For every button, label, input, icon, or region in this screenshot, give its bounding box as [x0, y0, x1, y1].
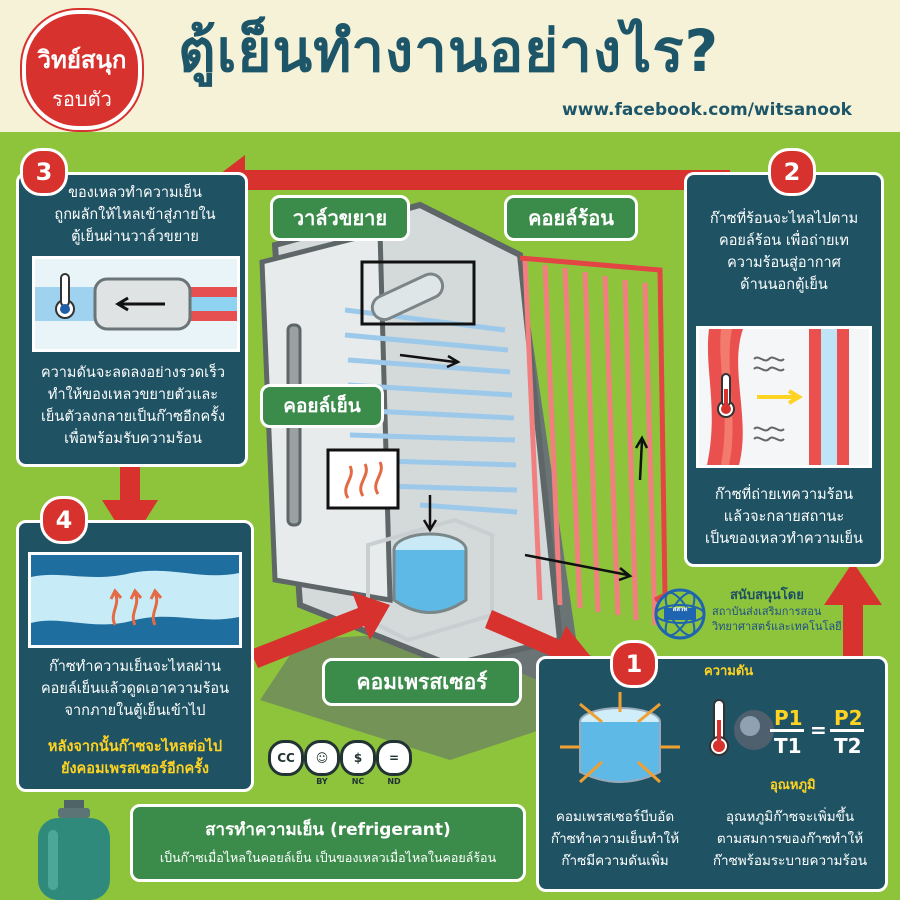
step2-coil-inset — [696, 326, 872, 468]
step4-coil-inset — [28, 552, 242, 648]
step4-highlight-line: หลังจากนั้นก๊าซจะไหลต่อไป — [47, 739, 223, 755]
step2-badge: 2 — [768, 148, 816, 196]
ipst-logo-icon — [654, 588, 706, 640]
by-label: BY — [316, 777, 328, 786]
step4-text: ก๊าซทำความเย็นจะไหลผ่าน คอยล์เย็นแล้วดูด… — [24, 656, 246, 722]
step2-line: ก๊าซที่ร้อนจะไหลไปตาม — [709, 211, 859, 227]
step1-text-right: อุณหภูมิก๊าซจะเพิ่มขึ้น ตามสมการของก๊าซท… — [696, 806, 884, 872]
step4-highlight: หลังจากนั้นก๊าซจะไหลต่อไป ยังคอมเพรสเซอร… — [24, 736, 246, 780]
step2-line: ก๊าซที่ถ่ายเทความร้อน — [714, 487, 854, 503]
step3-line: ความดันจะลดลงอย่างรวดเร็ว — [40, 365, 226, 381]
valve-shape — [370, 272, 445, 322]
step3-line: ตู้เย็นผ่านวาล์วขยาย — [71, 229, 199, 245]
thermometer-gas-illustration — [709, 699, 774, 756]
step3-line: เพื่อพร้อมรับความร้อน — [64, 431, 202, 447]
t1-label: T1 — [774, 734, 802, 758]
step1-badge: 1 — [610, 640, 658, 688]
nd-label: ND — [387, 777, 401, 786]
step3-text-bottom: ความดันจะลดลงอย่างรวดเร็ว ทำให้ของเหลวขย… — [26, 362, 240, 450]
step1-line: อุณหภูมิก๊าซจะเพิ่มขึ้น — [725, 809, 855, 825]
pressure-label: ความดัน — [704, 664, 754, 679]
step2-line: ด้านนอกตู้เย็น — [740, 277, 828, 293]
sponsor-name: สถาบันส่งเสริมการสอน วิทยาศาสตร์และเทคโน… — [712, 604, 842, 634]
step4-highlight-line: ยังคอมเพรสเซอร์อีกครั้ง — [60, 761, 210, 777]
step3-valve-inset — [32, 256, 240, 352]
red-arrow-top — [212, 155, 730, 205]
p1-label: P1 — [774, 706, 803, 730]
sponsor-heading: สนับสนุนโดย — [730, 588, 804, 603]
refrigerant-title: สารทำความเย็น (refrigerant) — [205, 820, 451, 840]
step1-line: ก๊าซพร้อมระบายความร้อน — [712, 853, 868, 869]
expansion-valve-callout: วาล์วขยาย — [270, 195, 410, 241]
t2-label: T2 — [834, 734, 862, 758]
step2-text-bottom: ก๊าซที่ถ่ายเทความร้อน แล้วจะกลายสถานะ เป… — [692, 484, 876, 550]
logo-line2: รอบตัว — [52, 87, 112, 111]
facebook-url: www.facebook.com/witsanook — [562, 100, 852, 120]
logo-line1: วิทย์สนุก — [37, 46, 127, 74]
step4-line: คอยล์เย็นแล้วดูดเอาความร้อน — [40, 681, 230, 697]
flow-arrows — [399, 353, 649, 582]
compressor-body — [392, 550, 468, 614]
page-title: ตู้เย็นทำงานอย่างไร? — [178, 17, 720, 85]
step2-line: ความร้อนสู่อากาศ — [727, 255, 841, 271]
equals-sign: = — [810, 718, 827, 742]
temperature-label: อุณหภูมิ — [770, 778, 816, 793]
compressor-callout: คอมเพรสเซอร์ — [322, 658, 522, 706]
valve-zoom-illustration — [35, 273, 237, 331]
step2-line: คอยล์ร้อน เพื่อถ่ายเท — [719, 233, 849, 249]
step3-line: ของเหลวทำความเย็น — [68, 185, 202, 201]
refrigerant-subtitle: เป็นก๊าซเมื่อไหลในคอยล์เย็น เป็นของเหลวเ… — [159, 850, 497, 865]
step4-line: จากภายในตู้เย็นเข้าไป — [64, 703, 206, 719]
refrigerant-callout — [130, 804, 526, 882]
witsanook-logo: วิทย์สนุก รอบตัว — [22, 10, 142, 130]
red-arrow-up-right — [824, 562, 882, 660]
cold-coil-callout: คอยล์เย็น — [260, 384, 384, 428]
compressor-pressure-illustration — [560, 692, 680, 784]
step3-line: ถูกผลักให้ไหลเข้าสู่ภายใน — [54, 207, 216, 223]
cc-icon: CC — [268, 740, 304, 776]
p2-label: P2 — [834, 706, 863, 730]
hot-coil-lines — [522, 259, 658, 626]
step1-text-left: คอมเพรสเซอร์บีบอัด ก๊าซทำความเย็นทำให้ ก… — [540, 806, 690, 872]
fraction-bar-1 — [770, 729, 804, 732]
sponsor-line: สถาบันส่งเสริมการสอน — [712, 605, 822, 618]
step1-line: ก๊าซทำความเย็นทำให้ — [550, 831, 680, 847]
step4-badge: 4 — [40, 496, 88, 544]
hot-coil-zoom-illustration — [707, 329, 849, 465]
valve-zoom-box — [360, 260, 476, 326]
fraction-bar-2 — [830, 729, 864, 732]
red-arrow-to-compressor — [250, 592, 390, 668]
step2-text-top: ก๊าซที่ร้อนจะไหลไปตาม คอยล์ร้อน เพื่อถ่า… — [692, 208, 876, 296]
step1-line: ก๊าซมีความดันเพิ่ม — [561, 853, 669, 869]
step3-line: ทำให้ของเหลวขยายตัวและ — [47, 387, 219, 403]
ipst-logo-text: สสวท — [672, 606, 688, 613]
heat-arrows-small — [344, 461, 383, 499]
nd-icon: = — [376, 740, 412, 776]
red-arrow-left-down — [102, 462, 158, 545]
nc-label: NC — [351, 777, 365, 786]
header-banner — [0, 0, 900, 132]
step3-text-top: ของเหลวทำความเย็น ถูกผลักให้ไหลเข้าสู่ภา… — [30, 182, 240, 248]
hot-coil-callout: คอยล์ร้อน — [504, 195, 638, 241]
step3-badge: 3 — [20, 148, 68, 196]
step2-line: แล้วจะกลายสถานะ — [723, 509, 845, 525]
step1-line: คอมเพรสเซอร์บีบอัด — [555, 809, 675, 825]
sponsor-line: วิทยาศาสตร์และเทคโนโลยี — [712, 620, 842, 633]
refrigerant-tank-icon — [38, 800, 110, 900]
step3-line: เย็นตัวลงกลายเป็นก๊าซอีกครั้ง — [40, 409, 226, 425]
step1-line: ตามสมการของก๊าซทำให้ — [716, 831, 864, 847]
hot-coil-outline — [519, 255, 668, 603]
cold-coil-zoom-illustration — [31, 555, 239, 645]
step4-line: ก๊าซทำความเย็นจะไหลผ่าน — [49, 659, 221, 675]
by-icon: ☺ — [304, 740, 340, 776]
nc-icon: $ — [340, 740, 376, 776]
step2-line: เป็นของเหลวทำความเย็น — [705, 531, 863, 547]
